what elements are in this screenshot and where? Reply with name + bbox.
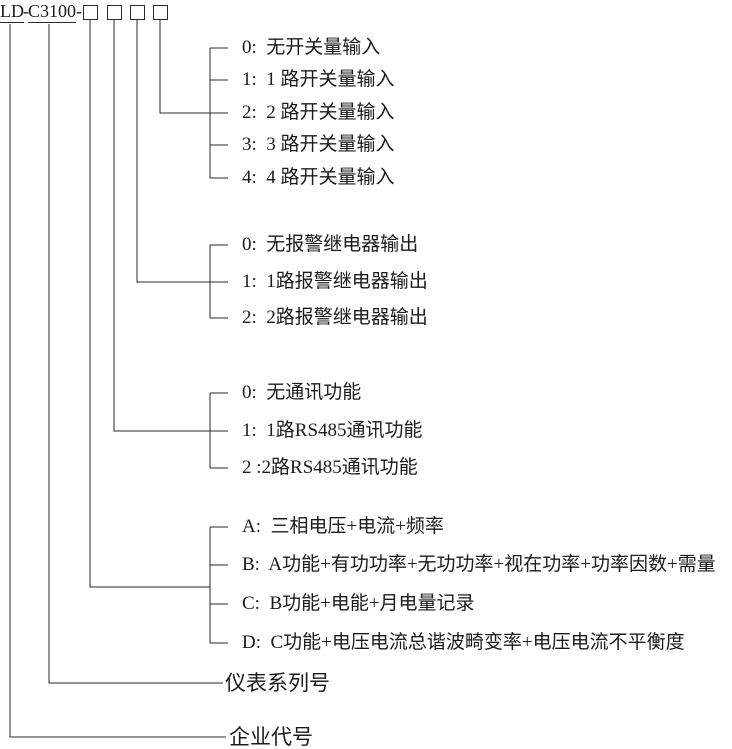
option-communication-2: 2 :2路RS485通讯功能 [242, 457, 418, 478]
model-digit-box-4 [153, 5, 168, 20]
option-alarm-relay-0: 0: 无报警继电器输出 [242, 234, 419, 255]
option-switch-input-0: 0: 无开关量输入 [242, 37, 381, 58]
line-digit-box-3 [136, 20, 210, 283]
line-company-code [9, 24, 226, 738]
option-function-b: B: A功能+有功功率+无功功率+视在功率+功率因数+需量 [242, 554, 716, 575]
company-code-label: 企业代号 [229, 725, 313, 749]
separator-hyphen: - [23, 1, 29, 21]
company-code-text: LD [0, 1, 24, 23]
bracket-function-codes [209, 526, 228, 644]
bracket-communication [209, 392, 228, 469]
option-function-a: A: 三相电压+电流+频率 [242, 516, 444, 537]
option-communication-1: 1: 1路RS485通讯功能 [242, 420, 423, 441]
line-series-code [48, 24, 223, 684]
series-code-text: C3100 [28, 1, 77, 23]
option-function-d: D: C功能+电压电流总谐波畸变率+电压电流不平衡度 [242, 632, 685, 653]
option-communication-0: 0: 无通讯功能 [242, 382, 362, 403]
option-alarm-relay-1: 1: 1路报警继电器输出 [242, 271, 428, 292]
line-digit-box-2 [113, 20, 210, 432]
option-switch-input-1: 1: 1 路开关量输入 [242, 69, 395, 90]
separator-hyphen: - [76, 1, 82, 21]
model-digit-box-3 [130, 5, 145, 20]
line-digit-box-4 [159, 20, 210, 114]
option-function-c: C: B功能+电能+月电量记录 [242, 593, 475, 614]
model-digit-box-1 [83, 5, 98, 20]
option-switch-input-3: 3: 3 路开关量输入 [242, 134, 395, 155]
series-number-label: 仪表系列号 [225, 671, 330, 695]
option-switch-input-4: 4: 4 路开关量输入 [242, 167, 395, 188]
option-alarm-relay-2: 2: 2路报警继电器输出 [242, 307, 428, 328]
model-digit-box-2 [107, 5, 122, 20]
bracket-alarm-relay-outputs [209, 244, 228, 319]
line-digit-box-1 [89, 20, 210, 588]
bracket-switch-inputs [209, 47, 228, 179]
option-switch-input-2: 2: 2 路开关量输入 [242, 102, 395, 123]
